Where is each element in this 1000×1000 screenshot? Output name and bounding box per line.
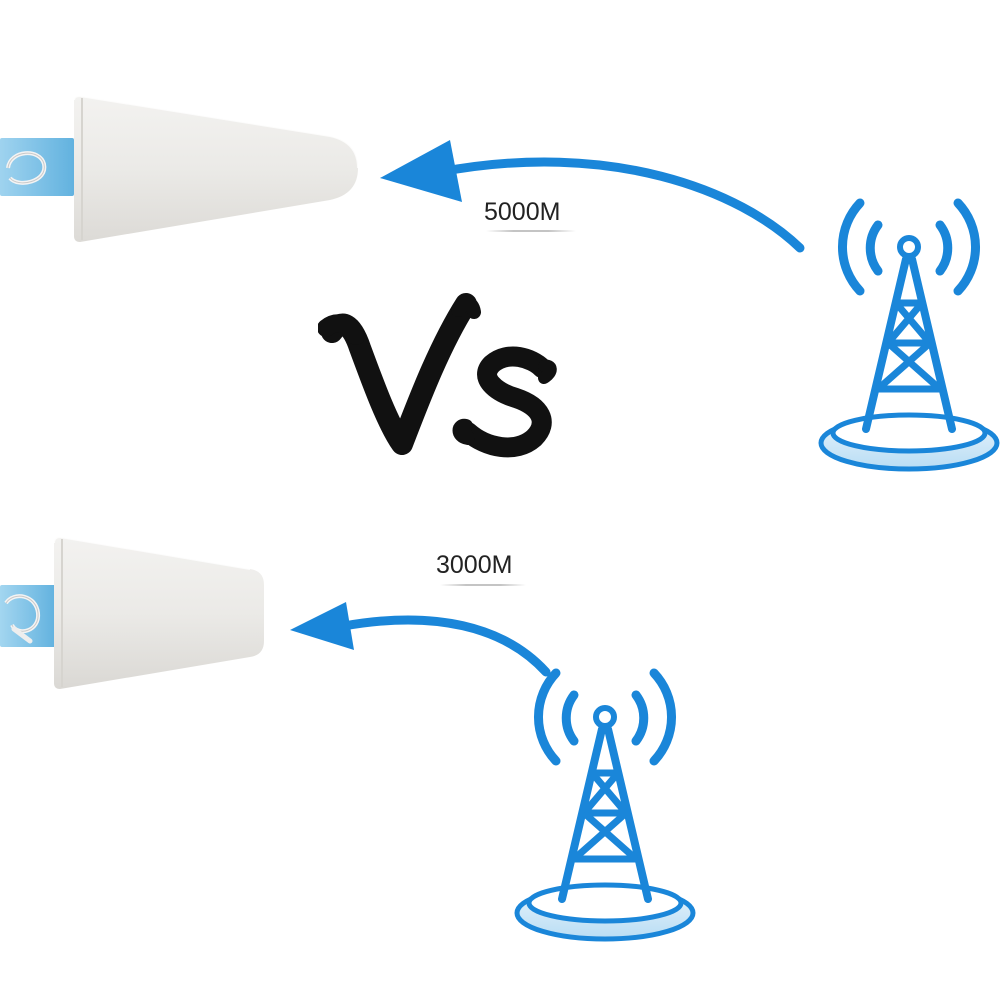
antenna-bottom-icon — [0, 535, 264, 689]
distance-label-3000m: 3000M — [436, 551, 513, 579]
label-underline-top — [486, 230, 576, 232]
cell-tower-top-icon — [818, 198, 1000, 472]
label-underline-bottom — [440, 584, 526, 586]
signal-arrow-top-icon — [380, 140, 805, 253]
distance-label-5000m: 5000M — [484, 198, 561, 226]
antenna-top-icon — [0, 94, 359, 242]
vs-lettering — [318, 293, 557, 458]
signal-arrow-bottom-icon — [290, 602, 551, 677]
cell-tower-bottom-icon — [514, 668, 696, 942]
